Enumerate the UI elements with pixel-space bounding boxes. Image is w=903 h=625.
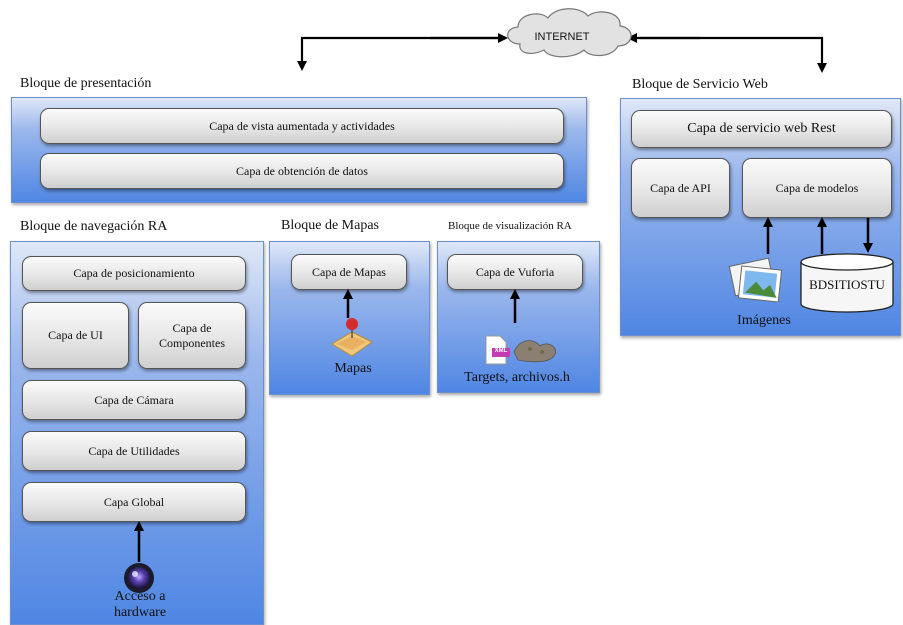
- map-pin-icon: [331, 318, 373, 357]
- vista-aumentada-layer: Capa de vista aumentada y actividades: [40, 108, 564, 144]
- posicionamiento-layer: Capa de posicionamiento: [22, 256, 246, 291]
- mapas-layer: Capa de Mapas: [291, 254, 407, 290]
- presentacion-title: Bloque de presentación: [20, 76, 152, 91]
- camera-lens-icon: [124, 563, 154, 593]
- utilidades-layer: Capa de Utilidades: [22, 431, 246, 471]
- targets-label: Targets, archivos.h: [464, 370, 570, 385]
- api-layer: Capa de API: [631, 158, 730, 218]
- database-icon: [800, 253, 894, 313]
- visualizacion-title: Bloque de visualización RA: [448, 220, 572, 232]
- modelos-layer: Capa de modelos: [742, 158, 892, 218]
- imagenes-label: Imágenes: [737, 313, 791, 328]
- vuforia-layer: Capa de Vuforia: [447, 254, 583, 290]
- global-layer: Capa Global: [22, 482, 246, 522]
- servicio-web-title: Bloque de Servicio Web: [632, 77, 768, 92]
- imagenes-icon: [728, 257, 783, 303]
- internet-label: INTERNET: [534, 31, 590, 43]
- arrow-internet-to-servicio: [640, 36, 827, 73]
- componentes-layer: Capa de Componentes: [138, 302, 246, 369]
- internet-cloud: [507, 8, 632, 58]
- navegacion-title: Bloque de navegación RA: [20, 219, 168, 234]
- hardware-label: Acceso a hardware: [113, 589, 167, 620]
- database-label: BDSITIOSTU: [809, 277, 885, 292]
- camara-layer: Capa de Cámara: [22, 380, 246, 420]
- target-image-icon: [513, 340, 556, 363]
- xml-icon-label: XML: [494, 348, 508, 354]
- servicio-rest-layer: Capa de servicio web Rest: [631, 110, 892, 148]
- obtencion-datos-layer: Capa de obtención de datos: [40, 153, 564, 189]
- mapas-label: Mapas: [334, 361, 372, 376]
- ui-layer: Capa de UI: [22, 302, 129, 369]
- xml-file-icon: [485, 335, 510, 365]
- mapas-title: Bloque de Mapas: [281, 218, 379, 233]
